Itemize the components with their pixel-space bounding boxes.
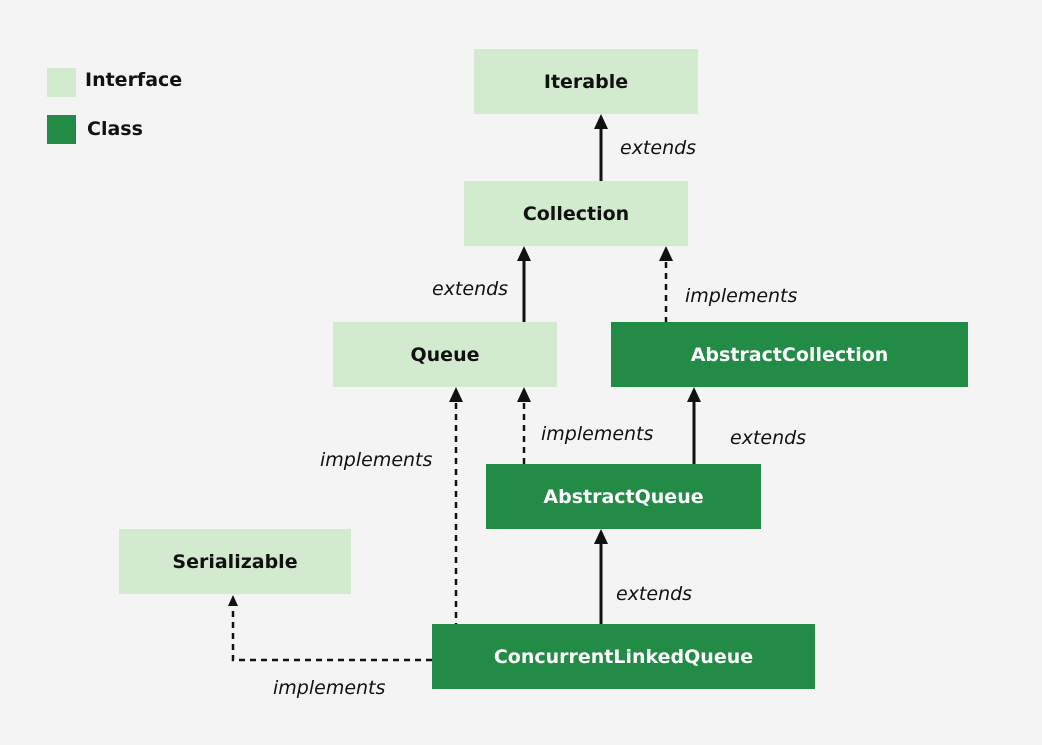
node-iterable: Iterable: [474, 49, 698, 114]
edge-label-abstract-queue-to-abstract-collection: extends: [730, 427, 807, 449]
node-concurrent-linked-queue: ConcurrentLinkedQueue: [432, 624, 815, 689]
edge-label-collection-to-iterable: extends: [620, 137, 697, 159]
edge-label-abstract-collection-to-collection: implements: [685, 285, 798, 307]
edge-abstract-queue-to-abstract-collection: [692, 401, 696, 465]
node-collection: Collection: [464, 181, 688, 246]
edge-label-abstract-queue-to-queue: implements: [541, 423, 654, 445]
node-abstract-queue: AbstractQueue: [486, 464, 761, 529]
node-collection-label: Collection: [522, 202, 630, 225]
node-queue-label: Queue: [410, 343, 480, 366]
edge-clq-to-serializable: [231, 607, 432, 662]
edge-collection-to-iterable: [599, 128, 603, 181]
edge-label-queue-to-collection: extends: [432, 278, 509, 300]
node-abstract-collection-label: AbstractCollection: [690, 343, 889, 366]
arrowhead-abstract-collection: [687, 387, 701, 402]
arrowhead-serializable: [228, 595, 238, 606]
node-concurrent-linked-queue-label: ConcurrentLinkedQueue: [493, 645, 754, 668]
edge-label-clq-to-serializable: implements: [273, 677, 386, 699]
legend-class-swatch: [47, 115, 76, 144]
node-iterable-label: Iterable: [543, 70, 629, 93]
arrowhead-collection-left: [517, 246, 531, 261]
node-serializable: Serializable: [119, 529, 351, 594]
legend-interface-label: Interface: [85, 69, 183, 91]
node-queue: Queue: [333, 322, 557, 387]
arrowhead-queue-left: [449, 387, 463, 402]
node-abstract-queue-label: AbstractQueue: [543, 485, 704, 508]
node-serializable-label: Serializable: [172, 550, 298, 573]
arrowhead-collection-right: [659, 246, 673, 261]
edge-clq-to-abstract-queue: [599, 543, 603, 625]
legend-interface-swatch: [47, 68, 76, 97]
arrowhead-abstract-queue: [594, 529, 608, 544]
edge-label-clq-to-abstract-queue: extends: [616, 583, 693, 605]
node-abstract-collection: AbstractCollection: [611, 322, 968, 387]
arrowhead-queue-right: [517, 387, 531, 402]
edge-queue-to-collection: [522, 260, 526, 322]
arrowhead-iterable: [594, 114, 608, 129]
legend-class-label: Class: [87, 118, 143, 140]
edge-label-clq-to-queue: implements: [320, 449, 433, 471]
